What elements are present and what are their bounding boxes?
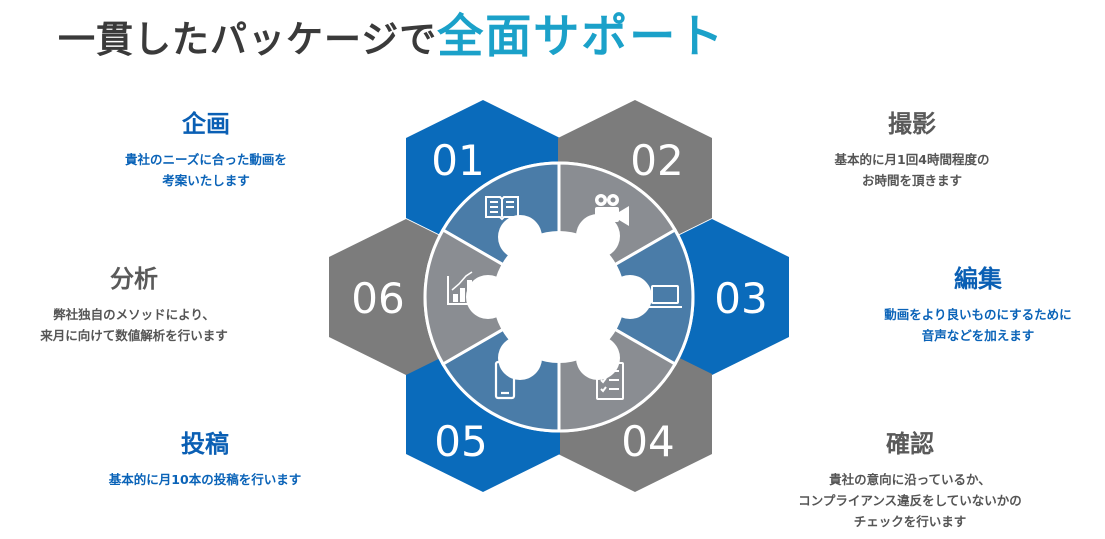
laptop-icon [648,285,682,308]
video-camera-icon [595,194,629,226]
step-02-heading: 撮影 [888,110,936,138]
page-title: 一貫したパッケージで全面サポート [58,0,725,63]
title-accent: 全面サポート [437,9,726,63]
step-05-heading: 投稿 [181,430,229,458]
center-lobe [498,336,542,380]
step-number-02: 02 [630,136,683,185]
step-01-desc-line: 考案いたします [162,173,250,188]
smartphone-icon [494,360,516,400]
step-04-desc-line: コンプライアンス違反をしていないかの [798,493,1022,508]
step-04-heading: 確認 [886,430,934,458]
step-number-05: 05 [434,417,487,466]
step-number-04: 04 [621,417,674,466]
step-05-desc-line: 基本的に月10本の投稿を行います [108,472,302,487]
step-number-03: 03 [714,274,767,323]
center-lobe [498,215,542,259]
center-lobe [576,336,620,380]
step-01-heading: 企画 [182,110,230,138]
step-06-desc-line: 来月に向けて数値解析を行います [40,328,228,343]
step-number-01: 01 [431,136,484,185]
center-lobe [466,275,510,319]
step-01-desc-line: 貴社のニーズに合った動画を [125,152,287,167]
bar-chart-icon [447,271,478,305]
step-03-desc-line: 動画をより良いものにするために [884,307,1072,322]
step-06-desc-line: 弊社独自のメソッドにより、 [53,307,215,322]
book-icon [485,196,519,221]
step-03-heading: 編集 [954,265,1002,293]
step-04-desc-line: 貴社の意向に沿っているか、 [829,472,991,487]
step-03-desc-line: 音声などを加えます [921,328,1035,343]
title-main: 一貫したパッケージで [58,18,438,61]
step-04-desc-line: チェックを行います [853,514,967,529]
center-lobe [576,214,620,258]
step-02-desc-line: 基本的に月1回4時間程度の [834,152,990,167]
step-06-heading: 分析 [110,265,158,293]
checklist-icon [596,362,624,400]
step-02-desc-line: お時間を頂きます [861,173,962,188]
center-disc [493,231,625,363]
step-number-06: 06 [351,274,404,323]
center-lobe [608,275,652,319]
